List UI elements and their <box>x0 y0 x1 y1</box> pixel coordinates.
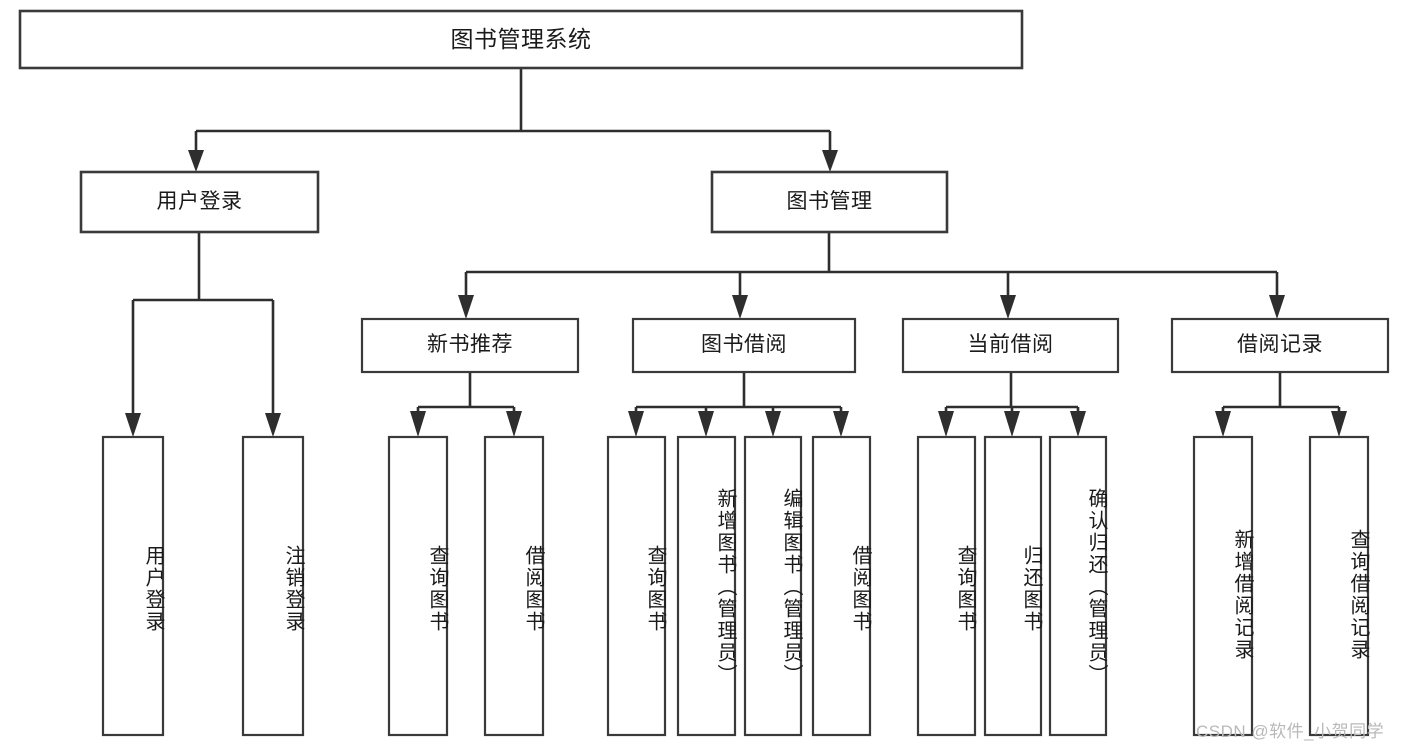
node-boxes <box>18 9 1390 737</box>
node-leaf-query-book-borrow-box[interactable] <box>606 435 667 737</box>
arrowhead-leaf-query-borrow-record <box>1331 411 1347 437</box>
node-new-book-recommend-box[interactable] <box>360 317 580 374</box>
arrowhead-leaf-borrow-book-recommend <box>506 411 522 437</box>
node-current-borrow-box[interactable] <box>901 317 1120 374</box>
arrowhead-current-borrow <box>1000 295 1016 319</box>
node-leaf-borrow-book-recommend-box[interactable] <box>483 435 545 737</box>
arrowhead-borrow-record <box>1269 295 1285 319</box>
arrowhead-new-book-recommend <box>458 295 474 319</box>
arrowhead-leaf-confirm-return <box>1070 411 1086 437</box>
arrowhead-book-borrow <box>732 295 748 319</box>
csdn-watermark: CSDN @软件_小贺同学 <box>1196 722 1385 741</box>
node-leaf-add-book-box[interactable] <box>676 435 737 737</box>
node-leaf-edit-book-box[interactable] <box>743 435 803 737</box>
node-user-login-box[interactable] <box>79 170 320 234</box>
node-leaf-add-borrow-record-box[interactable] <box>1192 435 1254 737</box>
node-leaf-query-book-current-box[interactable] <box>916 435 977 737</box>
node-book-borrow-box[interactable] <box>631 317 857 374</box>
arrowhead-book-manage <box>822 150 838 172</box>
arrowhead-leaf-add-borrow-record <box>1215 411 1231 437</box>
connector-edges <box>125 68 1347 437</box>
arrowhead-leaf-user-login <box>125 413 141 437</box>
node-leaf-query-borrow-record-box[interactable] <box>1308 435 1370 737</box>
node-book-manage-box[interactable] <box>710 170 949 234</box>
node-leaf-query-book-recommend-box[interactable] <box>387 435 449 737</box>
arrowhead-leaf-edit-book <box>765 411 781 437</box>
node-leaf-confirm-return-box[interactable] <box>1048 435 1108 737</box>
arrowhead-leaf-add-book <box>698 411 714 437</box>
node-leaf-user-logout-box[interactable] <box>241 435 305 737</box>
arrowhead-leaf-query-book-current <box>938 411 954 437</box>
arrowhead-leaf-query-book-borrow <box>628 411 644 437</box>
arrowhead-user-login <box>188 150 204 172</box>
arrowhead-leaf-user-logout <box>265 413 281 437</box>
node-leaf-borrow-book-box[interactable] <box>811 435 872 737</box>
arrowhead-leaf-query-book-recommend <box>410 411 426 437</box>
node-leaf-return-book-box[interactable] <box>983 435 1043 737</box>
arrowhead-leaf-return-book <box>1004 411 1020 437</box>
node-borrow-record-box[interactable] <box>1170 317 1390 374</box>
node-leaf-user-login-box[interactable] <box>101 435 165 737</box>
node-root-box[interactable] <box>18 9 1024 70</box>
arrowhead-leaf-borrow-book <box>833 411 849 437</box>
